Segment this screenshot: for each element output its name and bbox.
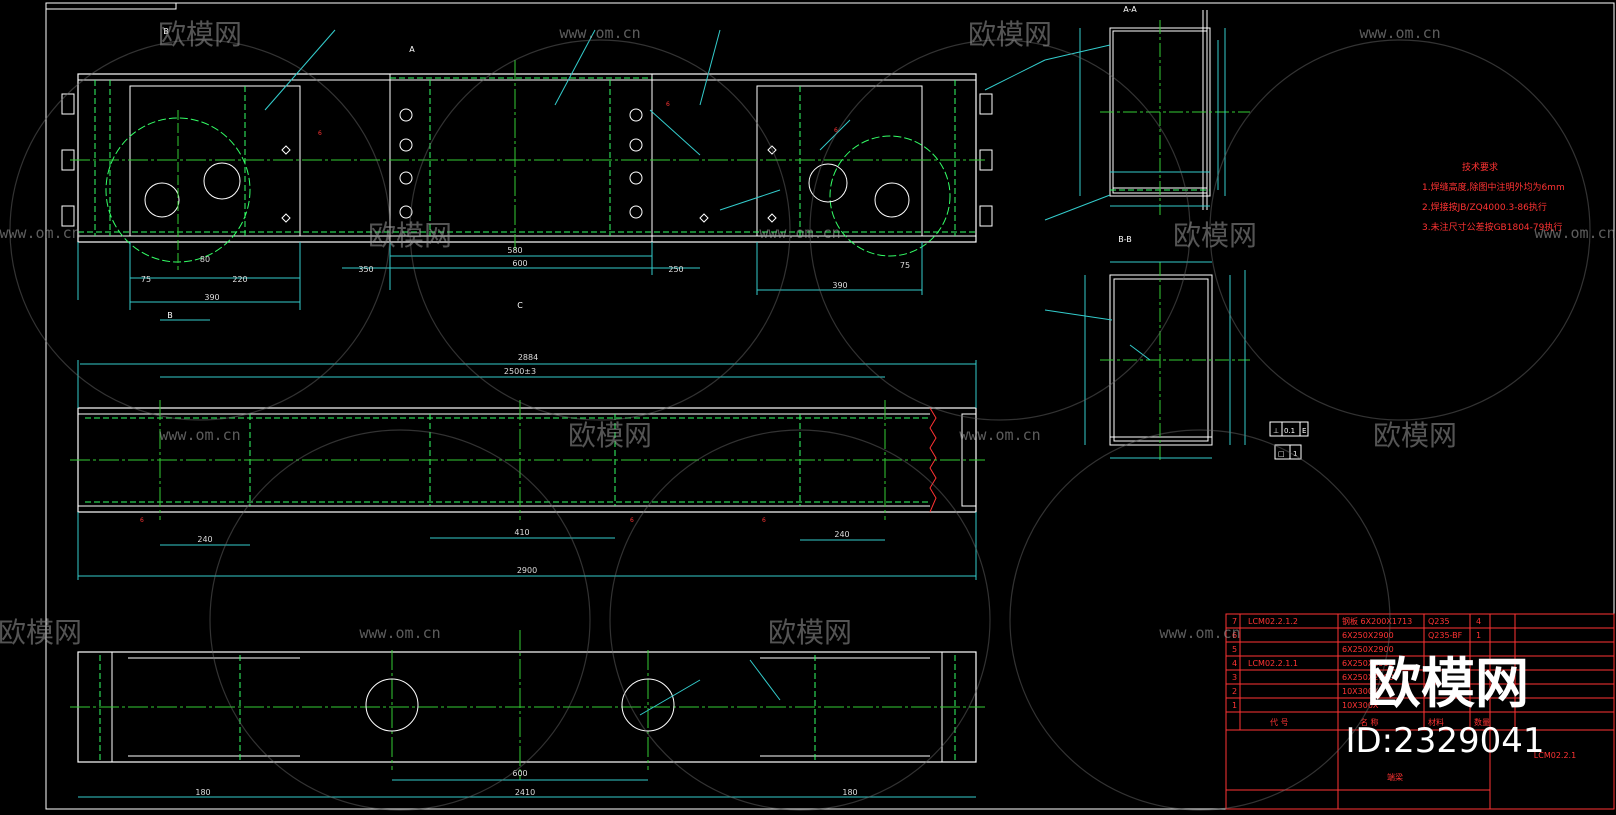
section-aa-label: A-A — [1123, 5, 1137, 14]
svg-text:⊥: ⊥ — [1273, 427, 1279, 435]
tech-requirements: 技术要求 1.焊缝高度,除图中注明外均为6mm 2.焊接按JB/ZQ4000.3… — [1422, 161, 1565, 233]
dim-80: 80 — [200, 255, 210, 264]
dim-2884: 2884 — [518, 353, 538, 362]
dim-390: 390 — [204, 293, 219, 302]
watermark-brand-1: 欧模网 — [158, 18, 242, 51]
dim-350: 350 — [358, 265, 373, 274]
tb-row-7-name: 10X300X — [1342, 701, 1379, 710]
tb-row-4-no: 4 — [1232, 659, 1237, 668]
watermark-brand-4: 欧模网 — [1173, 219, 1257, 252]
dim-580: 580 — [507, 246, 522, 255]
watermark-id: ID:2329041 — [1345, 721, 1544, 761]
watermark-brand-7: 欧模网 — [0, 616, 82, 649]
dim-75: 75 — [141, 275, 151, 284]
dim-220: 220 — [232, 275, 247, 284]
tb-row-1-name: 钢板 6X200X1713 — [1342, 616, 1412, 626]
plan-view: 2884 2500±3 240 410 240 2900 6 6 6 — [70, 353, 985, 580]
svg-text:6: 6 — [666, 101, 670, 108]
section-label-b-bottom: B — [167, 311, 173, 320]
section-label-a-top: A — [409, 45, 415, 54]
tb-col-code: 代 号 — [1270, 717, 1289, 727]
section-aa: A-A — [1044, 5, 1250, 221]
tb-drawing-title: 端梁 — [1387, 772, 1403, 782]
dim-75-right: 75 — [900, 261, 910, 270]
dim-250: 250 — [668, 265, 683, 274]
tb-row-6-name: 10X300X — [1342, 687, 1379, 696]
drawing-frame — [45, 2, 1615, 810]
tb-drawing-no: LCM02.2.1 — [1534, 751, 1576, 760]
dim-2900: 2900 — [517, 566, 537, 575]
watermark-brand-8: 欧模网 — [768, 616, 852, 649]
section-bb-label: B-B — [1118, 235, 1132, 244]
watermark-url-7: www.om.cn — [959, 426, 1040, 444]
section-bb: B-B ⊥ 0.1 E □ 1 — [1044, 235, 1309, 460]
dim-180-right: 180 — [842, 788, 857, 797]
tb-row-3-name: 6X250X2900 — [1342, 645, 1394, 654]
front-view: 580 600 350 250 75 220 390 80 75 390 B C… — [61, 27, 1046, 321]
svg-text:6: 6 — [630, 517, 634, 524]
tb-row-1-no: 7 — [1232, 617, 1237, 626]
watermark-brand-6: 欧模网 — [1373, 419, 1457, 452]
watermark-brand-2: 欧模网 — [968, 18, 1052, 51]
dim-600-bottom: 600 — [512, 769, 527, 778]
tb-row-5-name: 6X250X2900 — [1342, 673, 1394, 682]
tech-req-3: 3.未注尺寸公差按GB1804-79执行 — [1422, 221, 1562, 233]
svg-text:6: 6 — [834, 127, 838, 134]
tb-col-material: 材料 — [1428, 717, 1444, 727]
tb-row-5-no: 3 — [1232, 673, 1237, 682]
svg-text:E: E — [1302, 427, 1306, 435]
tb-col-name: 名 称 — [1360, 717, 1379, 727]
watermark-brand-5: 欧模网 — [568, 419, 652, 452]
tb-row-3-no: 5 — [1232, 645, 1237, 654]
tb-row-4-code: LCM02.2.1.1 — [1248, 659, 1298, 668]
dim-180-left: 180 — [195, 788, 210, 797]
dim-390-right: 390 — [832, 281, 847, 290]
dim-2410: 2410 — [515, 788, 535, 797]
svg-text:6: 6 — [762, 517, 766, 524]
watermark-url-1: www.om.cn — [559, 24, 640, 42]
tb-row-1-code: LCM02.2.1.2 — [1248, 617, 1298, 626]
svg-text:6: 6 — [318, 130, 322, 137]
tb-row-1-qty: 4 — [1476, 617, 1481, 626]
tb-row-6-no: 2 — [1232, 687, 1237, 696]
watermarks: 欧模网 欧模网 欧模网 欧模网 欧模网 欧模网 欧模网 欧模网 www.om.c… — [0, 18, 1616, 811]
svg-text:1: 1 — [1293, 450, 1297, 458]
tb-row-7-no: 1 — [1232, 701, 1237, 710]
dim-410: 410 — [514, 528, 529, 537]
tech-req-title: 技术要求 — [1462, 161, 1498, 173]
watermark-circles — [9, 39, 1591, 811]
watermark-url-4: www.om.cn — [759, 224, 840, 242]
watermark-url-3: www.om.cn — [0, 224, 81, 242]
tech-req-1: 1.焊缝高度,除图中注明外均为6mm — [1422, 181, 1565, 193]
watermark-url-5: www.om.cn — [1534, 224, 1615, 242]
dim-240-right: 240 — [834, 530, 849, 539]
section-label-b-top: B — [163, 27, 169, 36]
tb-row-2-qty: 1 — [1476, 631, 1481, 640]
watermark-big-brand: 欧模网 — [1367, 652, 1529, 715]
svg-text:6: 6 — [140, 517, 144, 524]
title-block: 7 LCM02.2.1.2 钢板 6X200X1713 Q235 4 6 6X2… — [1225, 613, 1615, 810]
watermark-url-9: www.om.cn — [1159, 624, 1240, 642]
tb-row-2-no: 6 — [1232, 631, 1237, 640]
section-label-c: C — [517, 301, 523, 310]
watermark-url-2: www.om.cn — [1359, 24, 1440, 42]
watermark-brand-3: 欧模网 — [368, 219, 452, 252]
tb-row-2-material: Q235-BF — [1428, 631, 1463, 640]
dim-2500: 2500±3 — [504, 367, 536, 376]
watermark-url-8: www.om.cn — [359, 624, 440, 642]
dim-240-left: 240 — [197, 535, 212, 544]
bottom-view: 600 2410 180 180 — [70, 630, 985, 798]
tb-row-4-name: 6X250X2900 — [1342, 659, 1394, 668]
watermark-url-6: www.om.cn — [159, 426, 240, 444]
tb-row-1-material: Q235 — [1428, 617, 1450, 626]
tech-req-2: 2.焊接按JB/ZQ4000.3-86执行 — [1422, 201, 1547, 213]
svg-text:□: □ — [1278, 450, 1285, 458]
tb-row-2-name: 6X250X2900 — [1342, 631, 1394, 640]
dim-600: 600 — [512, 259, 527, 268]
tb-col-qty: 数量 — [1474, 717, 1490, 727]
svg-text:0.1: 0.1 — [1284, 427, 1295, 435]
